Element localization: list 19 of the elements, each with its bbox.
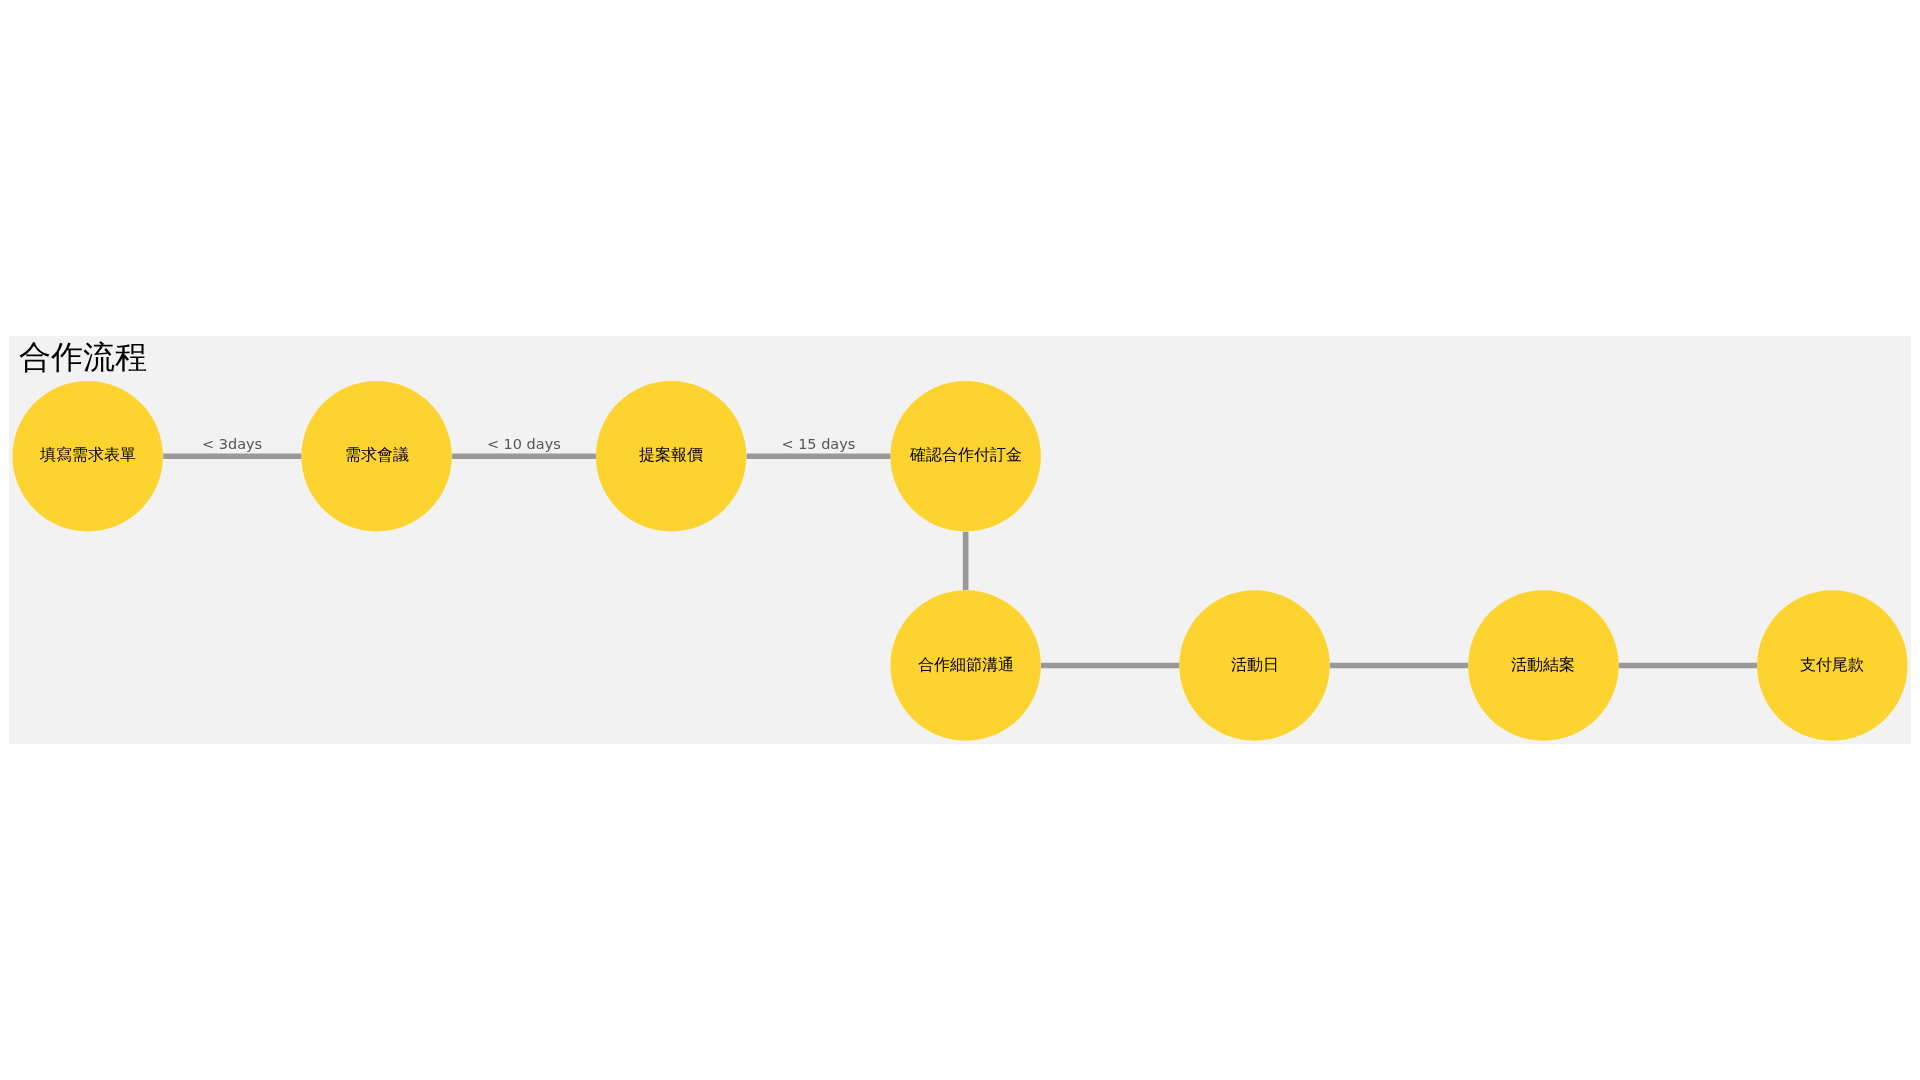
edge-label: < 10 days bbox=[486, 436, 561, 453]
node-circle: 需求會議 bbox=[301, 381, 452, 532]
node-circle: 填寫需求表單 bbox=[12, 381, 163, 532]
edge-label: < 3days bbox=[202, 436, 263, 453]
node-circle: 活動日 bbox=[1179, 590, 1330, 741]
node-circle: 合作細節溝通 bbox=[890, 590, 1041, 741]
node-circle: 支付尾款 bbox=[1757, 590, 1908, 741]
node-circle: 活動結案 bbox=[1468, 590, 1619, 741]
connector bbox=[1618, 662, 1758, 669]
connector bbox=[1329, 662, 1469, 669]
node-circle: 提案報價 bbox=[595, 381, 747, 532]
edge-label: < 15 days bbox=[781, 436, 856, 453]
connector bbox=[962, 531, 969, 591]
connector bbox=[163, 453, 302, 460]
node-circle: 確認合作付訂金 bbox=[890, 381, 1041, 532]
connector bbox=[746, 453, 891, 460]
connector bbox=[452, 453, 596, 460]
connector bbox=[1040, 662, 1180, 669]
diagram-title: 合作流程 bbox=[19, 338, 148, 377]
